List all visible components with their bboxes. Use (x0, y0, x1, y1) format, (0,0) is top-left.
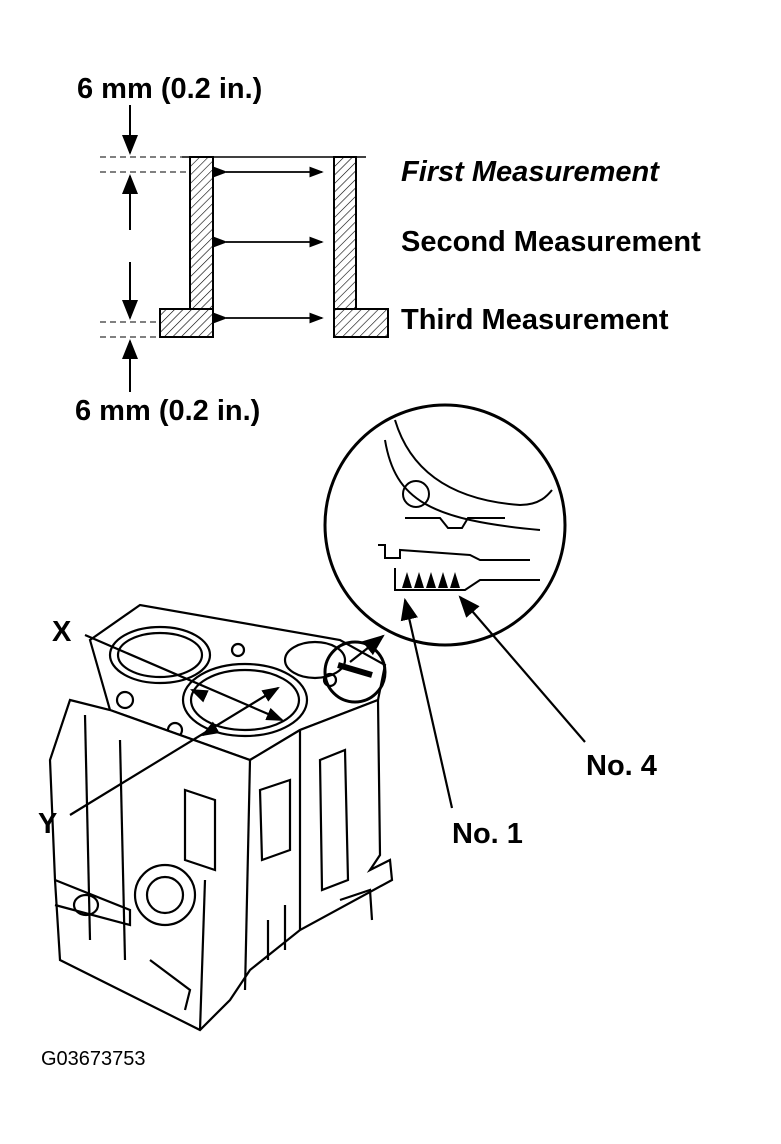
first-measurement-label: First Measurement (401, 156, 659, 188)
top-offset-label: 6 mm (0.2 in.) (77, 73, 263, 105)
leader-arrows (349, 595, 586, 809)
cylinder-no1-label: No. 1 (452, 818, 523, 850)
axis-x-label: X (52, 616, 72, 648)
bore-cross-section (159, 156, 389, 338)
bottom-offset-label: 6 mm (0.2 in.) (75, 395, 261, 427)
second-measurement-label: Second Measurement (401, 226, 701, 258)
axis-lines (69, 633, 285, 816)
reference-lines (100, 156, 188, 338)
axis-y-label: Y (38, 808, 58, 840)
cylinder-no4-label: No. 4 (586, 750, 657, 782)
measurement-arrows (213, 166, 324, 324)
detail-circle (323, 403, 567, 647)
figure-id: G03673753 (41, 1048, 146, 1070)
engine-block (48, 603, 394, 1032)
third-measurement-label: Third Measurement (401, 304, 669, 336)
